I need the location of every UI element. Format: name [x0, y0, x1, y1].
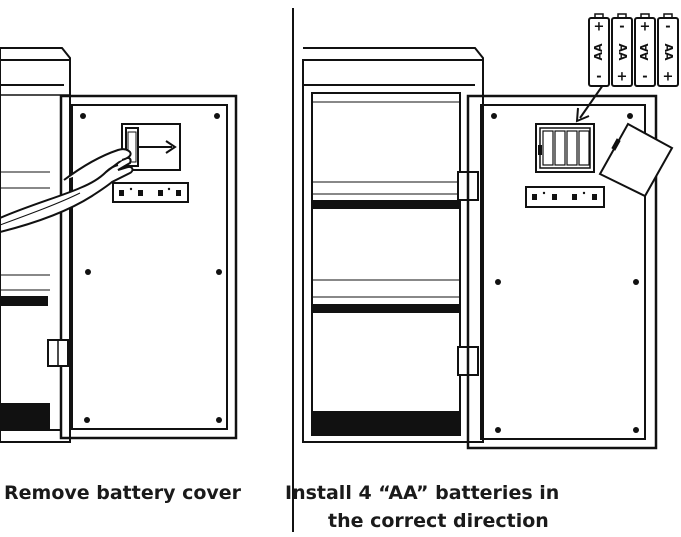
battery-sign-bottom: +	[663, 70, 674, 85]
right-cabinet-inner	[311, 92, 461, 436]
caption-correct-direction: the correct direction	[328, 510, 549, 532]
arrow-down-left-icon	[575, 84, 604, 123]
left-door-inner	[71, 104, 228, 430]
right-cabinet-frame	[302, 59, 484, 443]
battery-sign-bottom: +	[617, 70, 628, 85]
right-shelf-middle	[312, 304, 460, 313]
battery-label: AA	[616, 43, 629, 61]
left-cabinet-frame	[0, 59, 71, 443]
battery-sign-top: -	[619, 20, 624, 35]
battery-icon: - AA +	[611, 13, 633, 87]
battery-sign-bottom: -	[642, 70, 647, 85]
keypad-icon	[112, 182, 189, 203]
right-door-screws	[491, 113, 639, 433]
battery-label: AA	[592, 43, 605, 61]
left-cabinet-outline	[0, 47, 71, 95]
left-shelf	[0, 296, 48, 306]
caption-install-batteries: Install 4 “AA” batteries in	[285, 482, 560, 504]
left-door-screws	[80, 113, 222, 423]
battery-label: AA	[638, 43, 651, 61]
battery-cover-removed	[598, 122, 674, 198]
installed-batteries	[542, 130, 590, 166]
right-door-outer	[466, 94, 658, 450]
battery-group: +AA--AA++AA--AA+	[588, 13, 679, 87]
arrow-right-icon	[138, 140, 177, 154]
battery-compartment-open	[535, 123, 595, 173]
left-panel-safe	[0, 47, 238, 443]
caption-remove-cover: Remove battery cover	[4, 482, 242, 504]
keypad-icon	[525, 186, 605, 208]
battery-icon: - AA +	[657, 13, 679, 87]
battery-icon: + AA -	[634, 13, 656, 87]
battery-sign-bottom: -	[596, 70, 601, 85]
right-panel-safe	[302, 47, 674, 450]
battery-sign-top: +	[640, 20, 651, 35]
battery-icon: + AA -	[588, 13, 610, 87]
battery-compartment	[121, 123, 181, 171]
battery-sign-top: -	[665, 20, 670, 35]
right-floor-shelf	[312, 411, 460, 435]
left-door-outer	[59, 94, 238, 440]
right-shelf-top	[312, 200, 460, 209]
hand-icon	[0, 148, 134, 234]
battery-sign-top: +	[594, 20, 605, 35]
left-floor-shelf	[0, 403, 50, 429]
right-door-inner	[480, 104, 646, 440]
battery-label: AA	[662, 43, 675, 61]
